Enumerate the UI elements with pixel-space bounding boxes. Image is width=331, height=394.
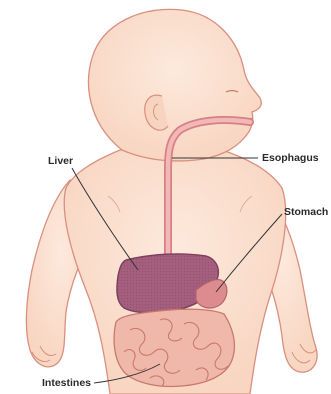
label-stomach: Stomach [284, 207, 328, 218]
label-liver: Liver [48, 156, 73, 167]
label-intestines: Intestines [42, 378, 91, 389]
label-esophagus: Esophagus [262, 153, 319, 164]
